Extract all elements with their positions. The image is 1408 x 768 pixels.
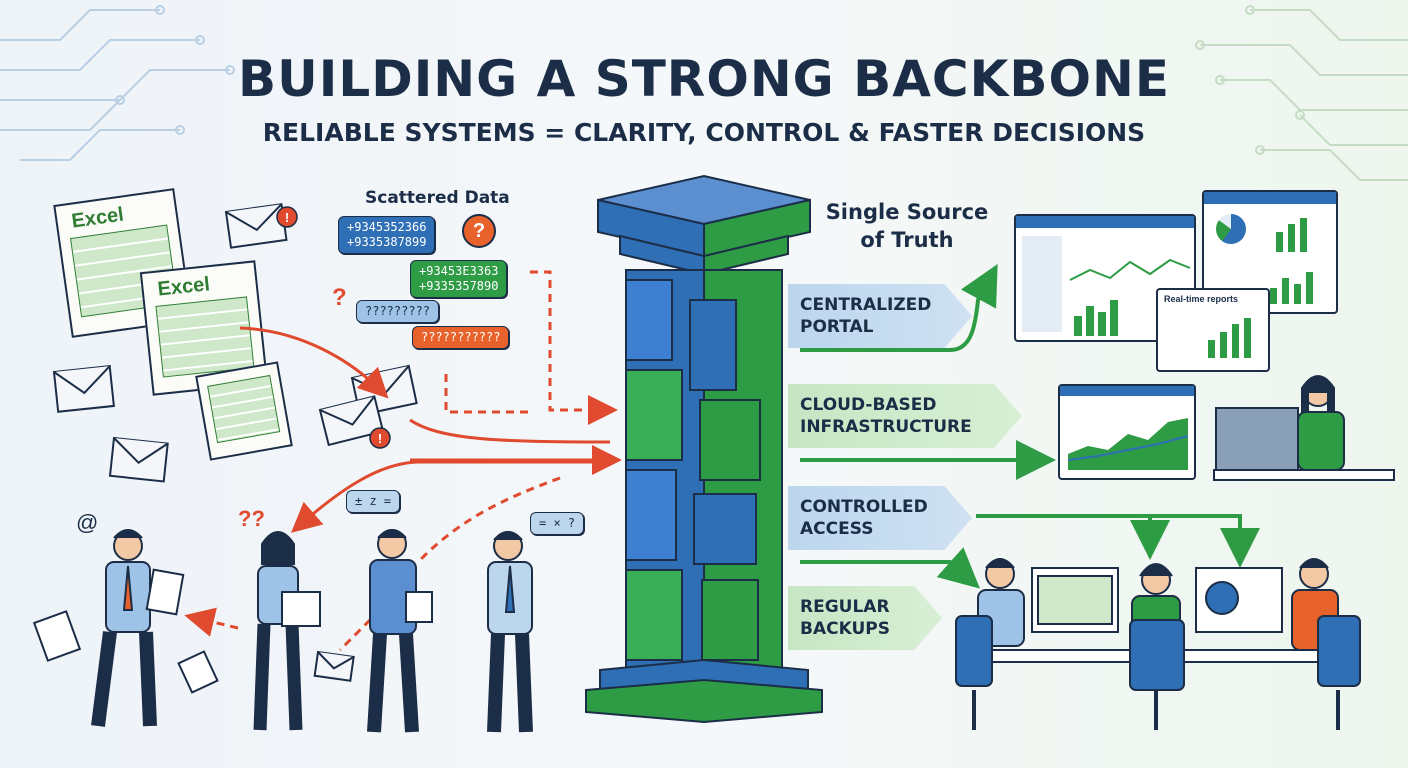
confused-marks: ?? [238,506,265,531]
area-chart-monitor [1058,384,1196,480]
dashboard-window-1 [1014,214,1196,342]
math-chat-bubble-1: ± z = [346,490,401,513]
realtime-report-window: Real-time reports [1156,288,1270,372]
realtime-report-label: Real-time reports [1164,294,1239,304]
red-question-mark: ? [332,284,347,311]
svg-text:!: ! [378,431,382,446]
feature-controlled-access: CONTROLLED ACCESS [788,486,972,550]
feature-cloud-infrastructure: CLOUD-BASED INFRASTRUCTURE [788,384,1022,448]
question-mark: ? [472,220,486,242]
single-source-label: Single Source of Truth [825,200,989,252]
chat-bubble-phone-numbers-1: +9345352366 +9335387899 [338,216,436,254]
scattered-data-label: Scattered Data [365,188,510,208]
feature-centralized-portal: CENTRALIZED PORTAL [788,284,972,348]
page-title: BUILDING A STRONG BACKBONE [238,50,1170,108]
math-chat-bubble-2: = × ? [530,512,585,535]
chat-bubble-question-1: ????????? [356,300,440,323]
svg-text:!: ! [285,210,289,225]
page-subtitle: RELIABLE SYSTEMS = CLARITY, CONTROL & FA… [262,118,1146,147]
chat-bubble-question-2: ??????????? [412,326,510,349]
chat-bubble-phone-numbers-2: +93453E3363 +9335357890 [410,260,508,298]
stress-scribble-icon: @ [76,510,99,535]
question-badge: ? [462,214,496,248]
feature-regular-backups: REGULAR BACKUPS [788,586,942,650]
